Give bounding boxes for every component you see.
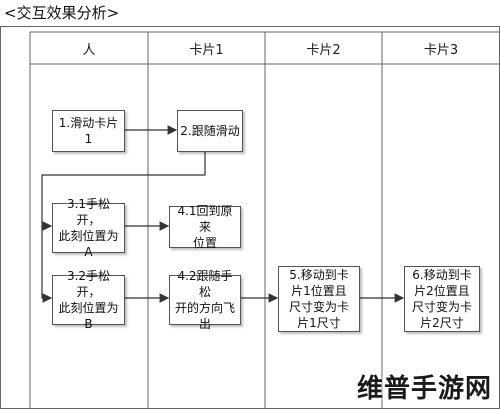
step-3-1-box: 3.1手松开， 此刻位置为 A	[52, 197, 125, 259]
step-4-1-box: 4.1回到原来 位置	[169, 204, 241, 250]
arrow-2-to-3-2	[41, 226, 53, 303]
arrow-2-to-3-1	[41, 152, 206, 231]
step-4-2-box: 4.2跟随手松 开的方向飞 出	[169, 269, 241, 331]
column-header-card2: 卡片2	[306, 42, 341, 58]
column-header-person: 人	[82, 42, 96, 58]
step-2-box: 2.跟随滑动	[177, 110, 243, 152]
step-6-box: 6.移动到卡 片2位置且 尺寸变为卡 片2尺寸	[404, 266, 480, 332]
step-5-box: 5.移动到卡 片1位置且 尺寸变为卡 片1尺寸	[278, 266, 360, 332]
diagram-title: <交互效果分析>	[4, 4, 120, 22]
column-header-card1: 卡片1	[189, 42, 224, 58]
step-1-box: 1.滑动卡片1	[52, 110, 125, 152]
step-3-2-box: 3.2手松开， 此刻位置为 B	[52, 269, 125, 331]
watermark-logo: 维普手游网	[356, 374, 492, 404]
column-header-card3: 卡片3	[423, 42, 459, 58]
